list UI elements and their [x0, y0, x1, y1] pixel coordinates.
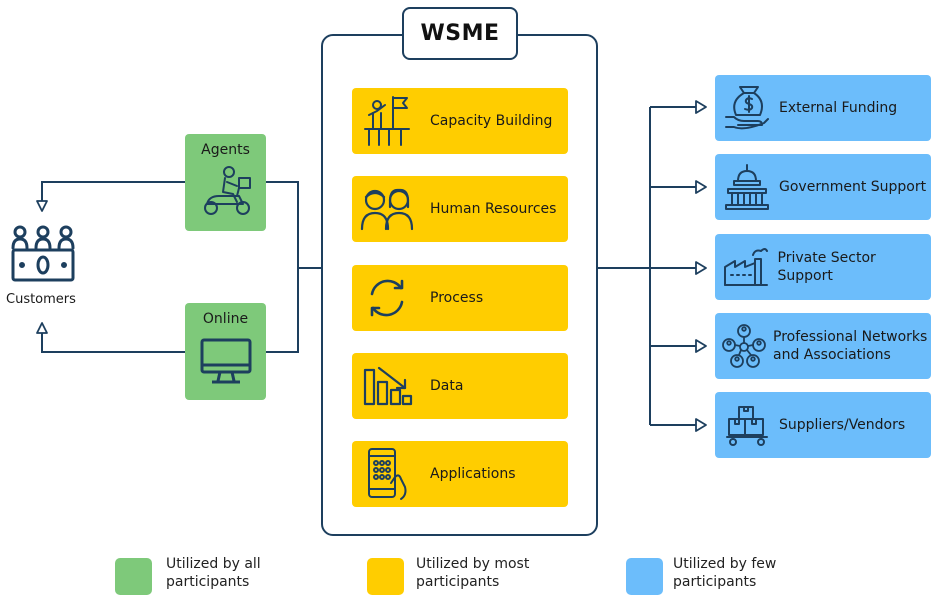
legend-swatch-blue — [626, 558, 663, 595]
legend-swatch-green — [115, 558, 152, 595]
smartphone-keypad-icon — [358, 441, 416, 507]
connector-channels-bracket — [266, 181, 299, 353]
hand-money-bag-icon — [721, 75, 773, 141]
arrowhead-down — [36, 200, 48, 212]
legend-swatch-yellow — [367, 558, 404, 595]
resource-applications: Applications — [352, 441, 568, 507]
support-label: External Funding — [779, 100, 898, 116]
customers-label: Customers — [6, 292, 76, 307]
channel-agents: Agents — [185, 134, 266, 231]
resource-label: Applications — [430, 466, 516, 482]
legend-label: Utilized by few participants — [673, 556, 777, 590]
support-label: Suppliers/Vendors — [779, 417, 906, 433]
wsme-title: WSME — [402, 7, 518, 60]
arrowhead-right — [695, 261, 707, 275]
boxes-cart-icon — [721, 392, 773, 458]
resource-label: Data — [430, 378, 464, 394]
capitol-building-icon — [721, 154, 773, 220]
resource-process: Process — [352, 265, 568, 331]
arrowhead-right — [695, 180, 707, 194]
connector-support-branches — [650, 106, 696, 426]
support-label: Professional Networks and Associations — [773, 329, 928, 363]
resource-label: Process — [430, 290, 484, 306]
arrowhead-right — [695, 418, 707, 432]
people-icon — [358, 176, 416, 242]
support-label: Government Support — [779, 179, 927, 195]
connector-agents-customers — [41, 181, 185, 207]
connector-online-customers — [41, 327, 185, 353]
support-government: Government Support — [715, 154, 931, 220]
channel-label: Online — [202, 311, 249, 327]
support-suppliers-vendors: Suppliers/Vendors — [715, 392, 931, 458]
support-external-funding: External Funding — [715, 75, 931, 141]
cycle-arrows-icon — [358, 265, 416, 331]
factory-icon — [721, 234, 772, 300]
resource-capacity-building: Capacity Building — [352, 88, 568, 154]
support-private-sector: Private Sector Support — [715, 234, 931, 300]
channel-label: Agents — [201, 142, 250, 158]
resource-human-resources: Human Resources — [352, 176, 568, 242]
arrowhead-up — [36, 322, 48, 334]
resource-label: Capacity Building — [430, 113, 553, 129]
legend-label: Utilized by all participants — [166, 556, 261, 590]
network-people-icon — [721, 313, 767, 379]
arrowhead-right — [695, 100, 707, 114]
support-professional-networks: Professional Networks and Associations — [715, 313, 931, 379]
support-label: Private Sector Support — [777, 250, 876, 284]
resource-data: Data — [352, 353, 568, 419]
person-flag-icon — [358, 88, 416, 154]
customers-icon — [10, 224, 76, 288]
monitor-icon — [200, 337, 252, 391]
arrowhead-right — [695, 339, 707, 353]
declining-bar-chart-icon — [358, 353, 416, 419]
resource-label: Human Resources — [430, 201, 557, 217]
legend-label: Utilized by most participants — [416, 556, 530, 590]
delivery-scooter-icon — [199, 166, 253, 222]
channel-online: Online — [185, 303, 266, 400]
